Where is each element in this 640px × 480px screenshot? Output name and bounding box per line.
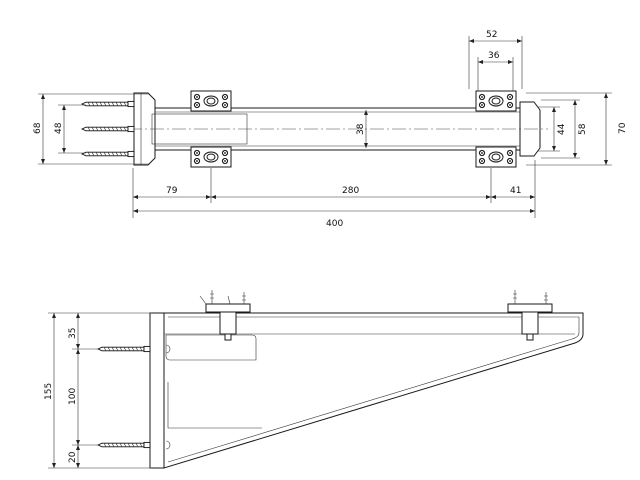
wall-screw-icon <box>81 125 135 133</box>
dim-48: 48 <box>54 122 64 134</box>
dim-155: 155 <box>44 383 54 400</box>
dim-280: 280 <box>342 186 359 196</box>
clamp-icon <box>475 146 517 168</box>
side-view: 155 35 100 20 <box>44 290 584 469</box>
dim-58: 58 <box>578 123 588 135</box>
dim-79: 79 <box>166 186 178 196</box>
dim-36: 36 <box>488 51 500 61</box>
slide-box <box>165 334 257 361</box>
dim-41: 41 <box>510 186 521 196</box>
dim-52: 52 <box>486 30 497 40</box>
bracket-body <box>163 312 584 469</box>
clamp-stud-left <box>199 290 251 341</box>
wall-plate <box>149 312 165 469</box>
clamp-icon <box>190 90 232 112</box>
dim-35: 35 <box>68 328 78 339</box>
clamp-icon <box>475 90 517 112</box>
clamp-stud-right <box>507 290 553 341</box>
dim-38: 38 <box>356 123 366 135</box>
wall-screw-icon <box>97 441 151 449</box>
dim-100: 100 <box>68 388 78 405</box>
dim-70: 70 <box>618 122 628 134</box>
dim-44: 44 <box>557 123 567 135</box>
wall-screw-icon <box>81 100 135 108</box>
top-view: 52 36 68 48 38 44 58 <box>33 30 628 229</box>
dim-400: 400 <box>326 219 343 229</box>
clamp-icon <box>190 146 232 168</box>
dim-68: 68 <box>33 122 43 134</box>
wall-screw-icon <box>81 150 135 158</box>
wall-flange <box>133 92 156 166</box>
wall-screw-icon <box>97 345 151 353</box>
dim-20: 20 <box>68 451 78 463</box>
